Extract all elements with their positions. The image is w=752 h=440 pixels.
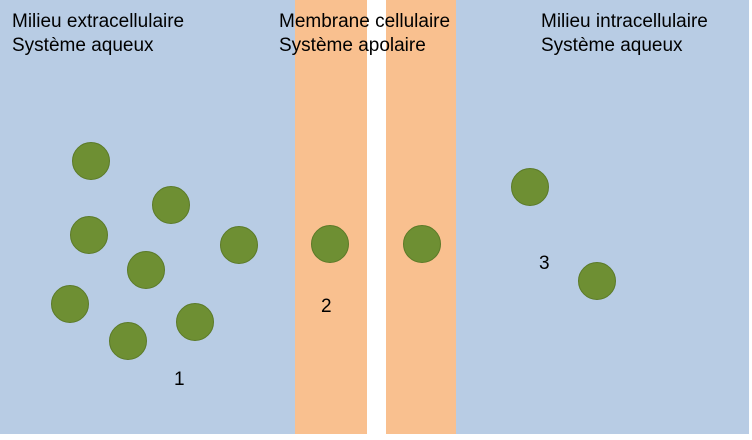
molecule — [72, 142, 110, 180]
molecule — [109, 322, 147, 360]
intracellular-subtitle: Système aqueux — [541, 35, 683, 56]
region-number-3: 3 — [539, 253, 550, 274]
membrane-title: Membrane cellulaire — [279, 11, 451, 32]
molecule — [403, 225, 441, 263]
intracellular-label: Milieu intracellulaire Système aqueux — [541, 10, 708, 58]
molecule — [127, 251, 165, 289]
region-number-1: 1 — [174, 369, 185, 390]
intracellular-title: Milieu intracellulaire — [541, 11, 708, 32]
membrane-left-leaflet — [295, 0, 367, 434]
extracellular-subtitle: Système aqueux — [12, 35, 154, 56]
membrane-subtitle: Système apolaire — [279, 35, 426, 56]
extracellular-title: Milieu extracellulaire — [12, 11, 185, 32]
membrane-label: Membrane cellulaire Système apolaire — [279, 10, 450, 58]
molecule — [578, 262, 616, 300]
molecule — [220, 226, 258, 264]
molecule — [152, 186, 190, 224]
molecule — [311, 225, 349, 263]
molecule — [511, 168, 549, 206]
membrane-right-leaflet — [386, 0, 456, 434]
extracellular-label: Milieu extracellulaire Système aqueux — [12, 10, 184, 58]
molecule — [70, 216, 108, 254]
region-number-2: 2 — [321, 296, 332, 317]
molecule — [51, 285, 89, 323]
molecule — [176, 303, 214, 341]
